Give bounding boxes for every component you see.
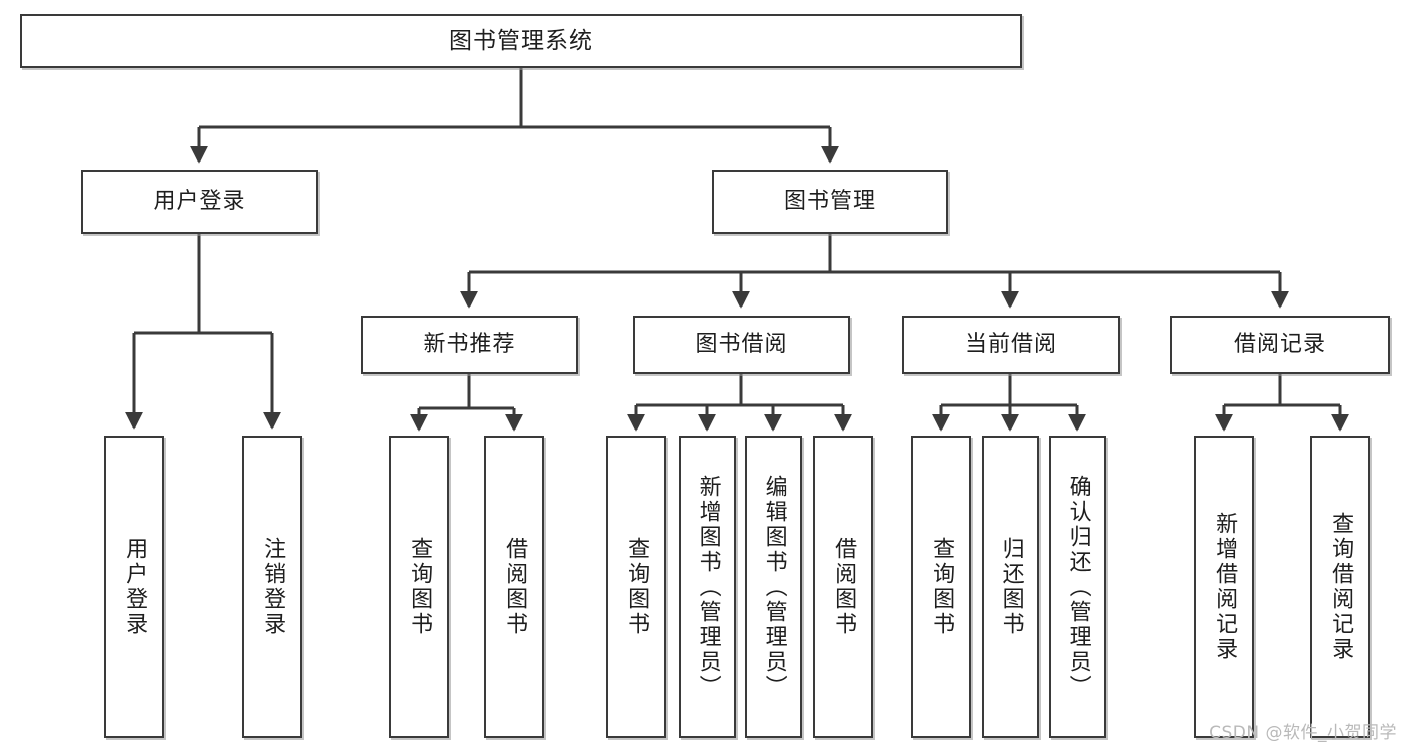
node-book-borrow[interactable]: 图书借阅 <box>633 316 850 374</box>
csdn-watermark: CSDN @软件_小贺同学 <box>1209 723 1397 743</box>
leaf-logout[interactable]: 注销登录 <box>242 436 302 738</box>
node-label: 归还图书 <box>998 537 1024 637</box>
node-book-management[interactable]: 图书管理 <box>712 170 948 234</box>
node-new-book-recommend[interactable]: 新书推荐 <box>361 316 578 374</box>
leaf-add-book-admin[interactable]: 新增图书（管理员） <box>679 436 736 738</box>
leaf-borrow-book-recommend[interactable]: 借阅图书 <box>484 436 544 738</box>
node-label: 图书管理 <box>783 189 876 215</box>
node-root-system[interactable]: 图书管理系统 <box>20 14 1022 68</box>
node-label: 图书借阅 <box>695 332 788 358</box>
leaf-borrow-book[interactable]: 借阅图书 <box>813 436 873 738</box>
node-label: 新书推荐 <box>423 332 516 358</box>
leaf-user-login[interactable]: 用户登录 <box>104 436 164 738</box>
leaf-confirm-return-admin[interactable]: 确认归还（管理员） <box>1049 436 1106 738</box>
node-label: 新增借阅记录 <box>1212 512 1238 662</box>
leaf-add-borrow-record[interactable]: 新增借阅记录 <box>1194 436 1254 738</box>
node-label: 新增图书（管理员） <box>695 474 721 700</box>
node-label: 借阅图书 <box>502 537 528 637</box>
leaf-query-book-recommend[interactable]: 查询图书 <box>389 436 449 738</box>
node-label: 确认归还（管理员） <box>1065 474 1091 700</box>
node-label: 用户登录 <box>122 537 148 637</box>
node-user-login[interactable]: 用户登录 <box>81 170 318 234</box>
node-label: 用户登录 <box>153 189 246 215</box>
node-label: 查询图书 <box>407 537 433 637</box>
leaf-query-book-current[interactable]: 查询图书 <box>911 436 971 738</box>
node-label: 注销登录 <box>260 537 286 637</box>
node-label: 借阅记录 <box>1233 332 1326 358</box>
leaf-query-borrow-record[interactable]: 查询借阅记录 <box>1310 436 1370 738</box>
node-label: 借阅图书 <box>831 537 857 637</box>
leaf-query-book-borrow[interactable]: 查询图书 <box>606 436 666 738</box>
leaf-return-book[interactable]: 归还图书 <box>982 436 1039 738</box>
node-label: 查询借阅记录 <box>1328 512 1354 662</box>
node-label: 查询图书 <box>624 537 650 637</box>
node-label: 图书管理系统 <box>449 27 593 54</box>
node-label: 当前借阅 <box>964 332 1057 358</box>
node-current-borrow[interactable]: 当前借阅 <box>902 316 1120 374</box>
node-label: 查询图书 <box>929 537 955 637</box>
leaf-edit-book-admin[interactable]: 编辑图书（管理员） <box>745 436 802 738</box>
node-borrow-record[interactable]: 借阅记录 <box>1170 316 1390 374</box>
node-label: 编辑图书（管理员） <box>761 474 787 700</box>
